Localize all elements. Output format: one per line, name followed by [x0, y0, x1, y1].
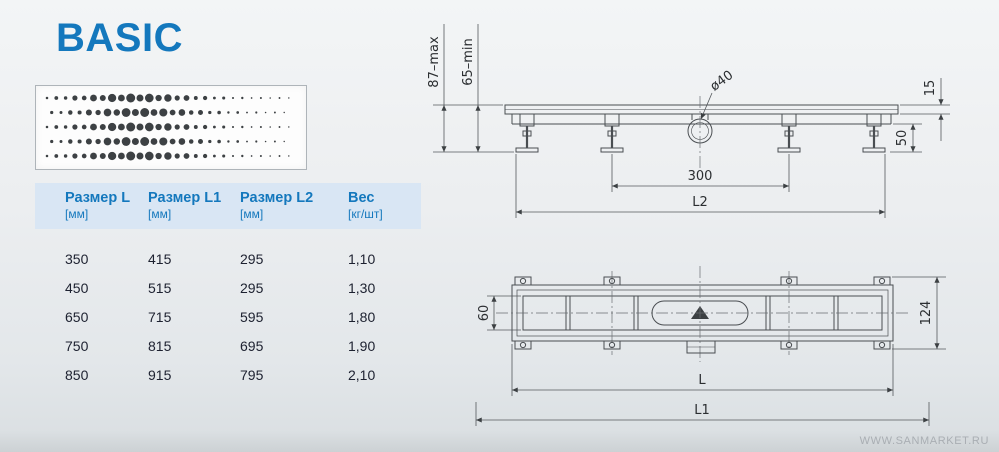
mounting-lug [514, 276, 532, 286]
table-body: 350 415 295 1,10 450 515 295 1,30 650 71… [35, 229, 421, 390]
dim-outer-width: 124 [919, 301, 934, 326]
footer-band [0, 430, 999, 452]
cell-size-l1: 915 [148, 367, 172, 383]
header-unit: [мм] [148, 207, 172, 221]
cell-size-l: 350 [65, 251, 89, 267]
cell-size-l1: 415 [148, 251, 172, 267]
table-row: 650 715 595 1,80 [35, 303, 421, 332]
top-view: 60 124 L L1 [475, 266, 946, 426]
cell-size-l2: 695 [240, 338, 264, 354]
mounting-lug [603, 340, 621, 350]
table-header-row: Размер L [мм] Размер L1 [мм] Размер L2 [… [35, 183, 421, 229]
header-unit: [мм] [240, 207, 264, 221]
cell-size-l1: 715 [148, 309, 172, 325]
table-row: 750 815 695 1,90 [35, 332, 421, 361]
cell-size-l2: 595 [240, 309, 264, 325]
mounting-lug [873, 276, 891, 286]
dim-height-min: 65–min [461, 38, 476, 86]
dim-grate-thickness: 15 [923, 80, 938, 97]
dim-length-l1: L1 [694, 403, 710, 418]
dim-inner-width: 60 [477, 305, 492, 322]
cell-size-l: 650 [65, 309, 89, 325]
cell-weight: 2,10 [348, 367, 376, 383]
page-title: BASIC [56, 16, 183, 60]
dim-length-l2: L2 [692, 195, 708, 210]
header-label: Размер L1 [148, 190, 222, 206]
header-unit: [кг/шт] [348, 207, 383, 221]
header-label: Размер L2 [240, 190, 314, 206]
mounting-lug [603, 276, 621, 286]
side-view: 87–max 65–min ø40 15 50 [427, 24, 950, 218]
header-label: Вес [348, 190, 375, 206]
outlet-flange [686, 340, 716, 354]
cell-weight: 1,90 [348, 338, 376, 354]
cell-size-l2: 295 [240, 251, 264, 267]
cell-size-l1: 815 [148, 338, 172, 354]
leg [600, 113, 624, 153]
cell-size-l: 750 [65, 338, 89, 354]
dim-leg-spacing: 300 [688, 169, 713, 184]
mounting-lug [514, 340, 532, 350]
mounting-lug [873, 340, 891, 350]
table-row: 850 915 795 2,10 [35, 361, 421, 390]
cell-size-l1: 515 [148, 280, 172, 296]
header-size-l: Размер L [мм] [65, 190, 148, 222]
cell-weight: 1,80 [348, 309, 376, 325]
dim-leg-height: 50 [895, 130, 910, 147]
table-row: 450 515 295 1,30 [35, 274, 421, 303]
watermark: WWW.SANMARKET.RU [859, 435, 989, 447]
dim-height-max: 87–max [427, 36, 442, 88]
mounting-lug [780, 276, 798, 286]
cell-size-l2: 295 [240, 280, 264, 296]
cell-size-l: 450 [65, 280, 89, 296]
cell-size-l: 850 [65, 367, 89, 383]
cell-size-l2: 795 [240, 367, 264, 383]
leg [777, 113, 801, 153]
header-size-l2: Размер L2 [мм] [240, 190, 348, 222]
grate-image [35, 85, 307, 170]
leg [515, 113, 539, 153]
header-size-l1: Размер L1 [мм] [148, 190, 240, 222]
mounting-lug [780, 340, 798, 350]
technical-drawing: 87–max 65–min ø40 15 50 [427, 24, 950, 426]
leg [862, 113, 886, 153]
cell-weight: 1,10 [348, 251, 376, 267]
grate-perforation-pattern [45, 93, 290, 161]
dim-outlet-diameter: ø40 [708, 68, 737, 95]
header-weight: Вес [кг/шт] [348, 190, 421, 222]
header-label: Размер L [65, 190, 131, 206]
size-table: Размер L [мм] Размер L1 [мм] Размер L2 [… [35, 183, 421, 390]
cell-weight: 1,30 [348, 280, 376, 296]
table-row: 350 415 295 1,10 [35, 245, 421, 274]
dim-length-l: L [698, 373, 706, 388]
drain-outlet [687, 96, 713, 168]
header-unit: [мм] [65, 207, 89, 221]
